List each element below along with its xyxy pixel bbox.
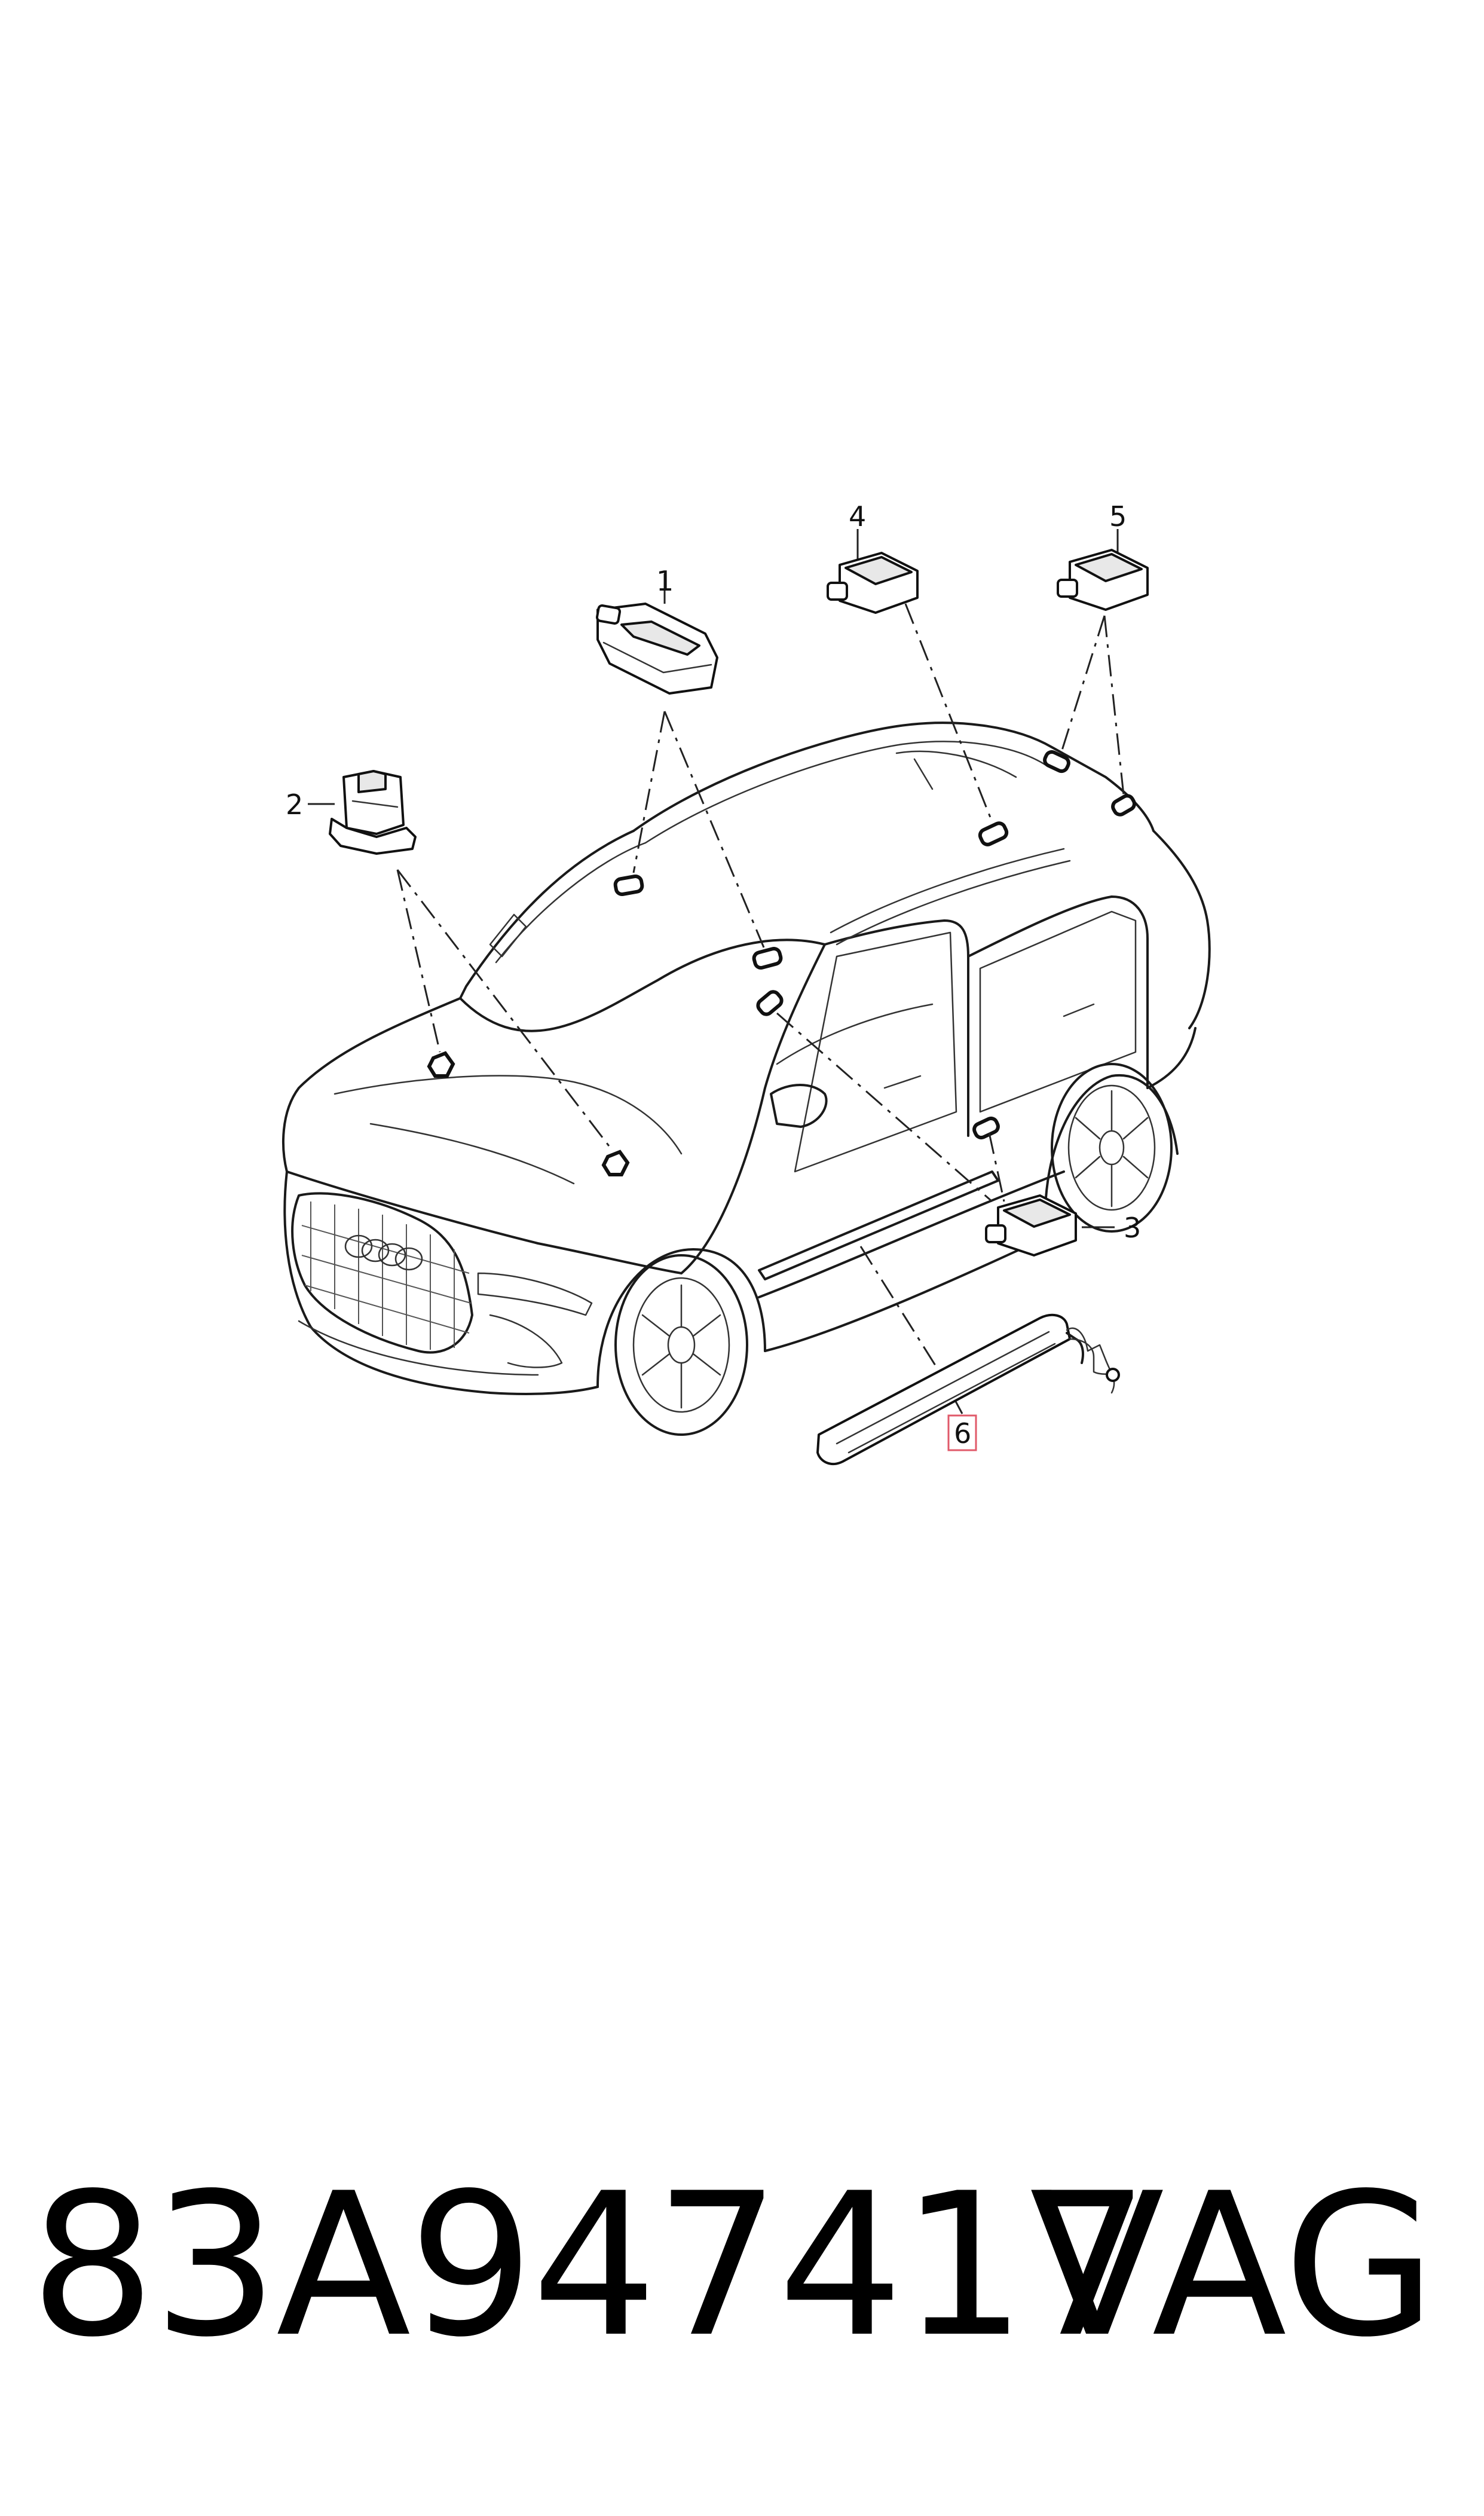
leader-lines — [308, 529, 1125, 1414]
part-3-light-module — [985, 1194, 1077, 1257]
part-6-sill-trim — [816, 1313, 1120, 1465]
marker-5b — [1111, 794, 1136, 817]
mounting-markers — [427, 750, 1136, 1176]
callout-6: 6 — [954, 1417, 971, 1450]
callout-5: 5 — [1109, 500, 1127, 533]
part-2-module — [329, 770, 417, 855]
callout-6-highlight — [947, 1414, 977, 1451]
callout-3: 3 — [1124, 1212, 1141, 1244]
vehicle-outline — [282, 722, 1211, 1436]
brand-logo — [344, 1234, 423, 1271]
callout-4: 4 — [849, 500, 866, 533]
callout-1: 1 — [656, 565, 674, 597]
callout-2: 2 — [286, 788, 303, 821]
marker-3b — [972, 1116, 1000, 1140]
footer: 83A947417 VAG — [0, 2140, 1484, 2391]
marker-3a — [756, 990, 784, 1016]
marker-5a — [1043, 750, 1070, 774]
part-5-light-module — [1057, 549, 1149, 611]
marker-1a — [613, 874, 644, 897]
brand-name: VAG — [1029, 2151, 1436, 2380]
marker-2b — [601, 1150, 630, 1176]
marker-4a — [978, 821, 1009, 846]
callouts: 1 2 3 4 5 6 — [286, 500, 1141, 1451]
marker-1b — [752, 946, 783, 970]
part-1-interior-light — [595, 603, 718, 695]
part-4-light-module — [827, 552, 919, 614]
part-number: 83A947417 — [30, 2151, 1149, 2380]
marker-2a — [427, 1051, 455, 1078]
